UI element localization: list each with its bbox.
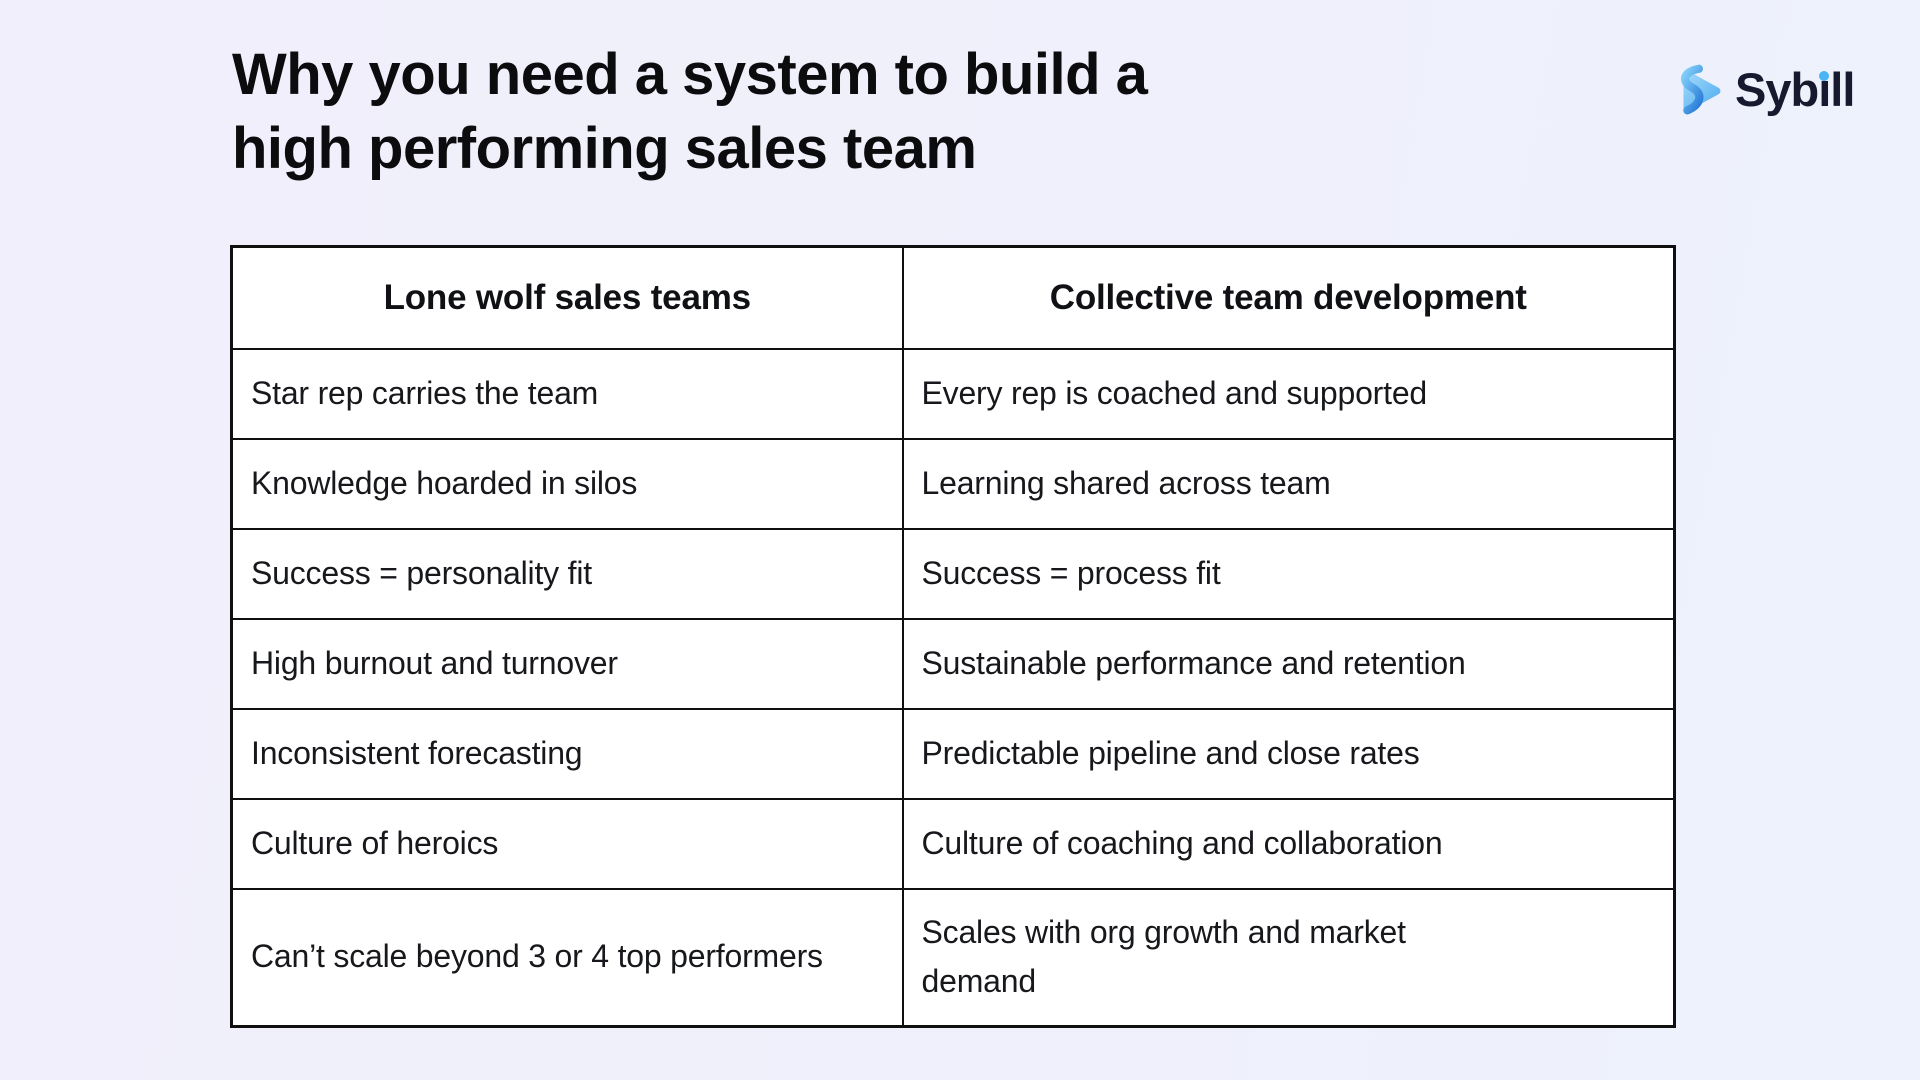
cell-lone-wolf: Inconsistent forecasting — [230, 707, 904, 800]
cell-lone-wolf: High burnout and turnover — [230, 617, 904, 710]
cell-lone-wolf: Knowledge hoarded in silos — [230, 437, 904, 530]
sybill-logo: Sybıll — [1668, 62, 1855, 120]
cell-collective: Every rep is coached and supported — [901, 347, 1676, 440]
cell-text: Learning shared across team — [921, 464, 1331, 501]
col-header-collective: Collective team development — [901, 245, 1676, 350]
cell-lone-wolf: Success = personality fit — [230, 527, 904, 620]
comparison-table: Lone wolf sales teams Collective team de… — [230, 245, 1676, 1028]
cell-collective: Culture of coaching and collaboration — [901, 797, 1676, 890]
table-row: Can’t scale beyond 3 or 4 top performers… — [230, 887, 1676, 1028]
cell-text: Scales with org growth and market demand — [921, 913, 1406, 1000]
cell-collective: Learning shared across team — [901, 437, 1676, 530]
table-body: Star rep carries the team Every rep is co… — [230, 347, 1676, 1028]
cell-collective: Sustainable performance and retention — [901, 617, 1676, 710]
cell-collective: Success = process fit — [901, 527, 1676, 620]
cell-lone-wolf: Culture of heroics — [230, 797, 904, 890]
page-title: Why you need a system to build a high pe… — [232, 38, 1148, 185]
table-row: Culture of heroics Culture of coaching an… — [230, 797, 1676, 890]
table-row: Knowledge hoarded in silos Learning share… — [230, 437, 1676, 530]
cell-text: High burnout and turnover — [251, 644, 618, 681]
sybill-play-swoosh-icon — [1681, 64, 1721, 115]
table-header-row: Lone wolf sales teams Collective team de… — [230, 245, 1676, 350]
cell-text: Sustainable performance and retention — [921, 644, 1466, 681]
cell-text: Every rep is coached and supported — [921, 374, 1428, 411]
logo-wordmark: Sybıll — [1735, 62, 1855, 116]
cell-text: Inconsistent forecasting — [251, 734, 583, 771]
col-header-lone-wolf: Lone wolf sales teams — [230, 245, 904, 350]
page-title-line-2: high performing sales team — [232, 115, 977, 181]
cell-collective: Scales with org growth and market demand — [901, 887, 1676, 1028]
cell-text: Success = personality fit — [251, 554, 592, 591]
cell-text: Culture of coaching and collaboration — [921, 824, 1443, 861]
cell-lone-wolf: Star rep carries the team — [230, 347, 904, 440]
table-row: Star rep carries the team Every rep is co… — [230, 347, 1676, 440]
logo-i-blue-dot: ı — [1818, 62, 1831, 116]
cell-text: Culture of heroics — [251, 824, 499, 861]
table-row: Success = personality fit Success = proce… — [230, 527, 1676, 620]
cell-lone-wolf: Can’t scale beyond 3 or 4 top performers — [230, 887, 904, 1028]
cell-text: Predictable pipeline and close rates — [921, 734, 1420, 771]
table-row: Inconsistent forecasting Predictable pipe… — [230, 707, 1676, 800]
cell-text: Success = process fit — [921, 554, 1221, 591]
page-title-line-1: Why you need a system to build a — [232, 42, 1148, 107]
cell-text: Knowledge hoarded in silos — [251, 464, 638, 501]
cell-text: Can’t scale beyond 3 or 4 top performers — [251, 938, 823, 975]
cell-collective: Predictable pipeline and close rates — [901, 707, 1676, 800]
table-row: High burnout and turnover Sustainable per… — [230, 617, 1676, 710]
cell-text: Star rep carries the team — [251, 374, 599, 411]
